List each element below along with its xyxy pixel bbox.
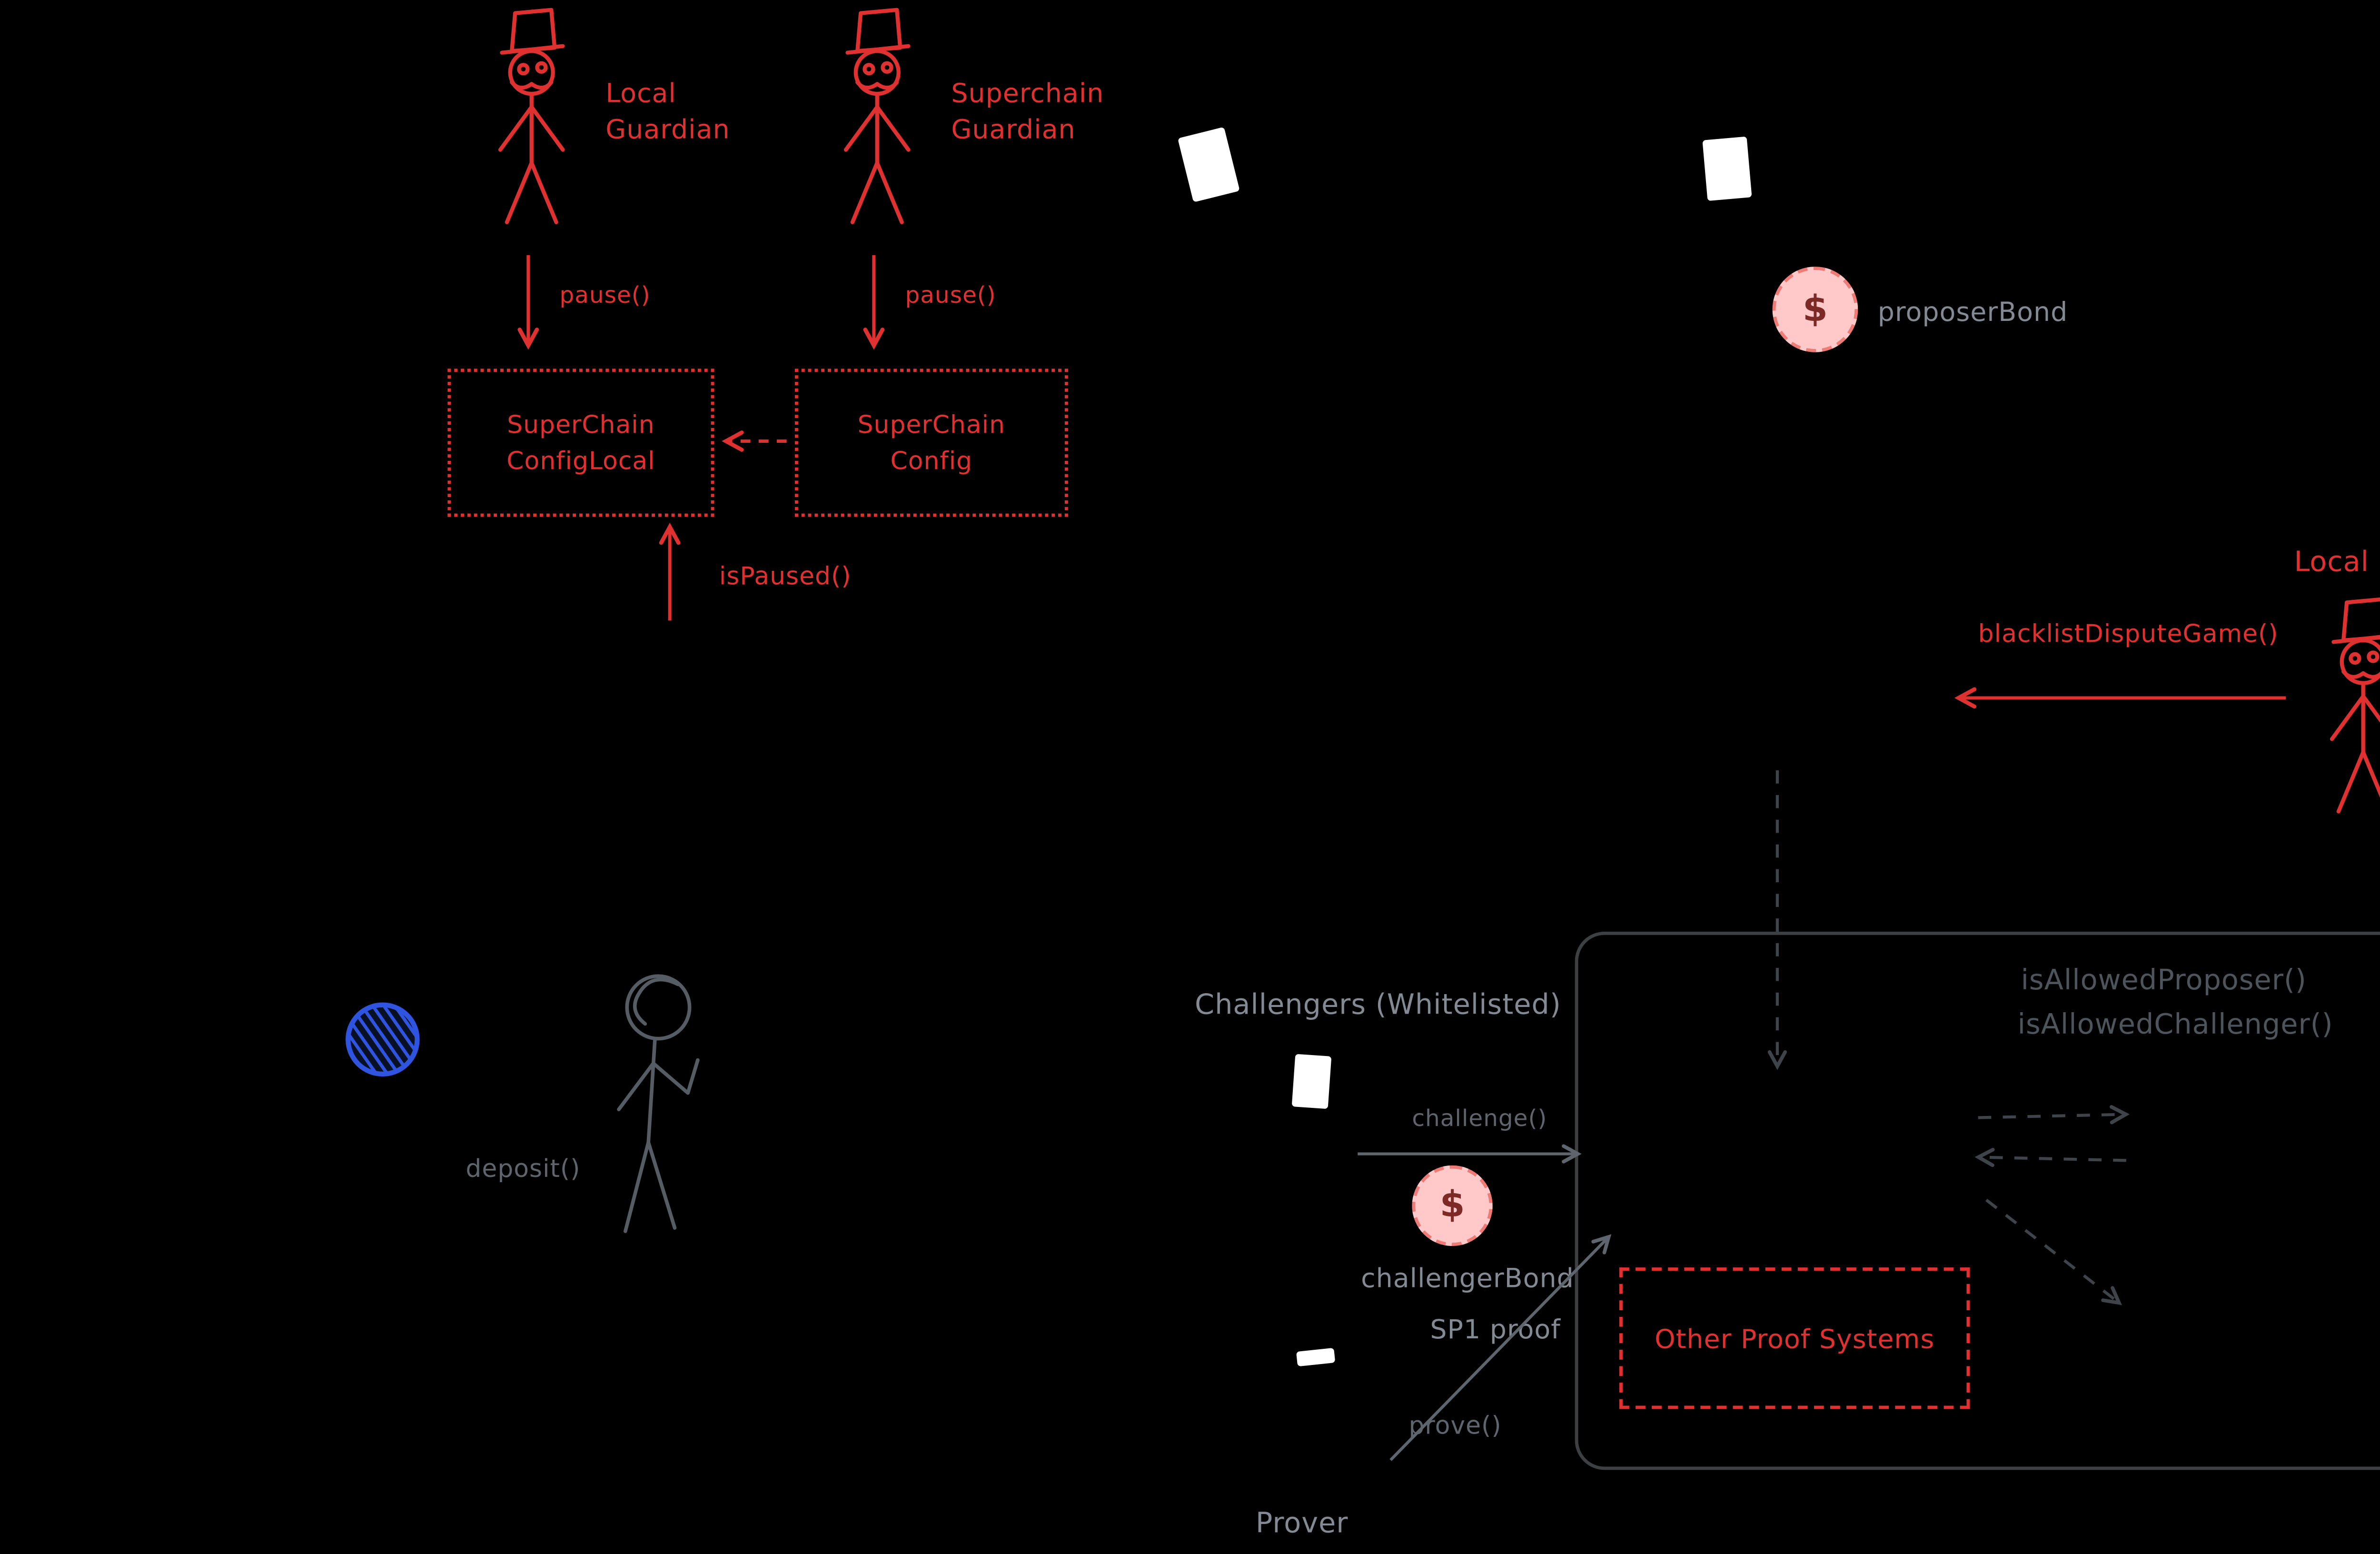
- allowed-diagonal-dashed-arrow: [1985, 1198, 2122, 1305]
- superchain-guardian-label: Superchain Guardian: [951, 77, 1104, 146]
- superchain-config-local-label: SuperChain ConfigLocal: [506, 409, 655, 476]
- allowed-out-dashed-arrow: [1978, 1105, 2130, 1125]
- proposer-bond-coin-icon: $: [1772, 267, 1858, 352]
- superchain-config-label: SuperChain Config: [857, 409, 1006, 476]
- allowed-in-dashed-arrow: [1974, 1147, 2126, 1167]
- challenger-bond-dollar: $: [1439, 1185, 1465, 1226]
- local-guardian-right-icon: [2330, 597, 2380, 814]
- local-guardian-right-label: Local Guardian: [2294, 546, 2380, 579]
- superchain-config-local-box: SuperChain ConfigLocal: [447, 369, 714, 517]
- superchain-guardian-icon: [843, 8, 911, 224]
- prove-arrow: [1389, 1234, 1612, 1461]
- challenger-bond-label: challengerBond: [1361, 1262, 1574, 1294]
- sp1-proof-label: SP1 proof: [1430, 1313, 1561, 1345]
- is-allowed-proposer-label: isAllowedProposer(): [2021, 964, 2307, 998]
- proposer-bond-dollar: $: [1802, 289, 1828, 330]
- prover-label: Prover: [1255, 1507, 1349, 1541]
- blue-coin-icon: [346, 1002, 420, 1077]
- depositor-person-icon: [617, 974, 700, 1233]
- deposit-label: deposit(): [466, 1154, 581, 1184]
- proposer-bond-label: proposerBond: [1877, 296, 2068, 328]
- challengers-title-label: Challengers (Whitelisted): [1194, 989, 1561, 1022]
- is-allowed-challenger-label: isAllowedChallenger(): [2017, 1009, 2333, 1042]
- challenge-label: challenge(): [1412, 1106, 1547, 1133]
- local-guardian-icon: [498, 8, 565, 224]
- other-proof-systems-box: Other Proof Systems: [1619, 1267, 1970, 1409]
- superchain-config-box: SuperChain Config: [794, 369, 1068, 517]
- challenger-bond-coin-icon: $: [1412, 1165, 1493, 1246]
- blacklist-dispute-game-label: blacklistDisputeGame(): [1978, 618, 2279, 649]
- pause-left-label: pause(): [559, 283, 651, 309]
- pause-right-label: pause(): [905, 283, 996, 309]
- is-paused-label: isPaused(): [719, 561, 852, 591]
- dispute-game-container: [1575, 931, 2380, 1470]
- local-guardian-top-label: Local Guardian: [605, 77, 730, 146]
- other-proof-systems-label: Other Proof Systems: [1655, 1322, 1935, 1354]
